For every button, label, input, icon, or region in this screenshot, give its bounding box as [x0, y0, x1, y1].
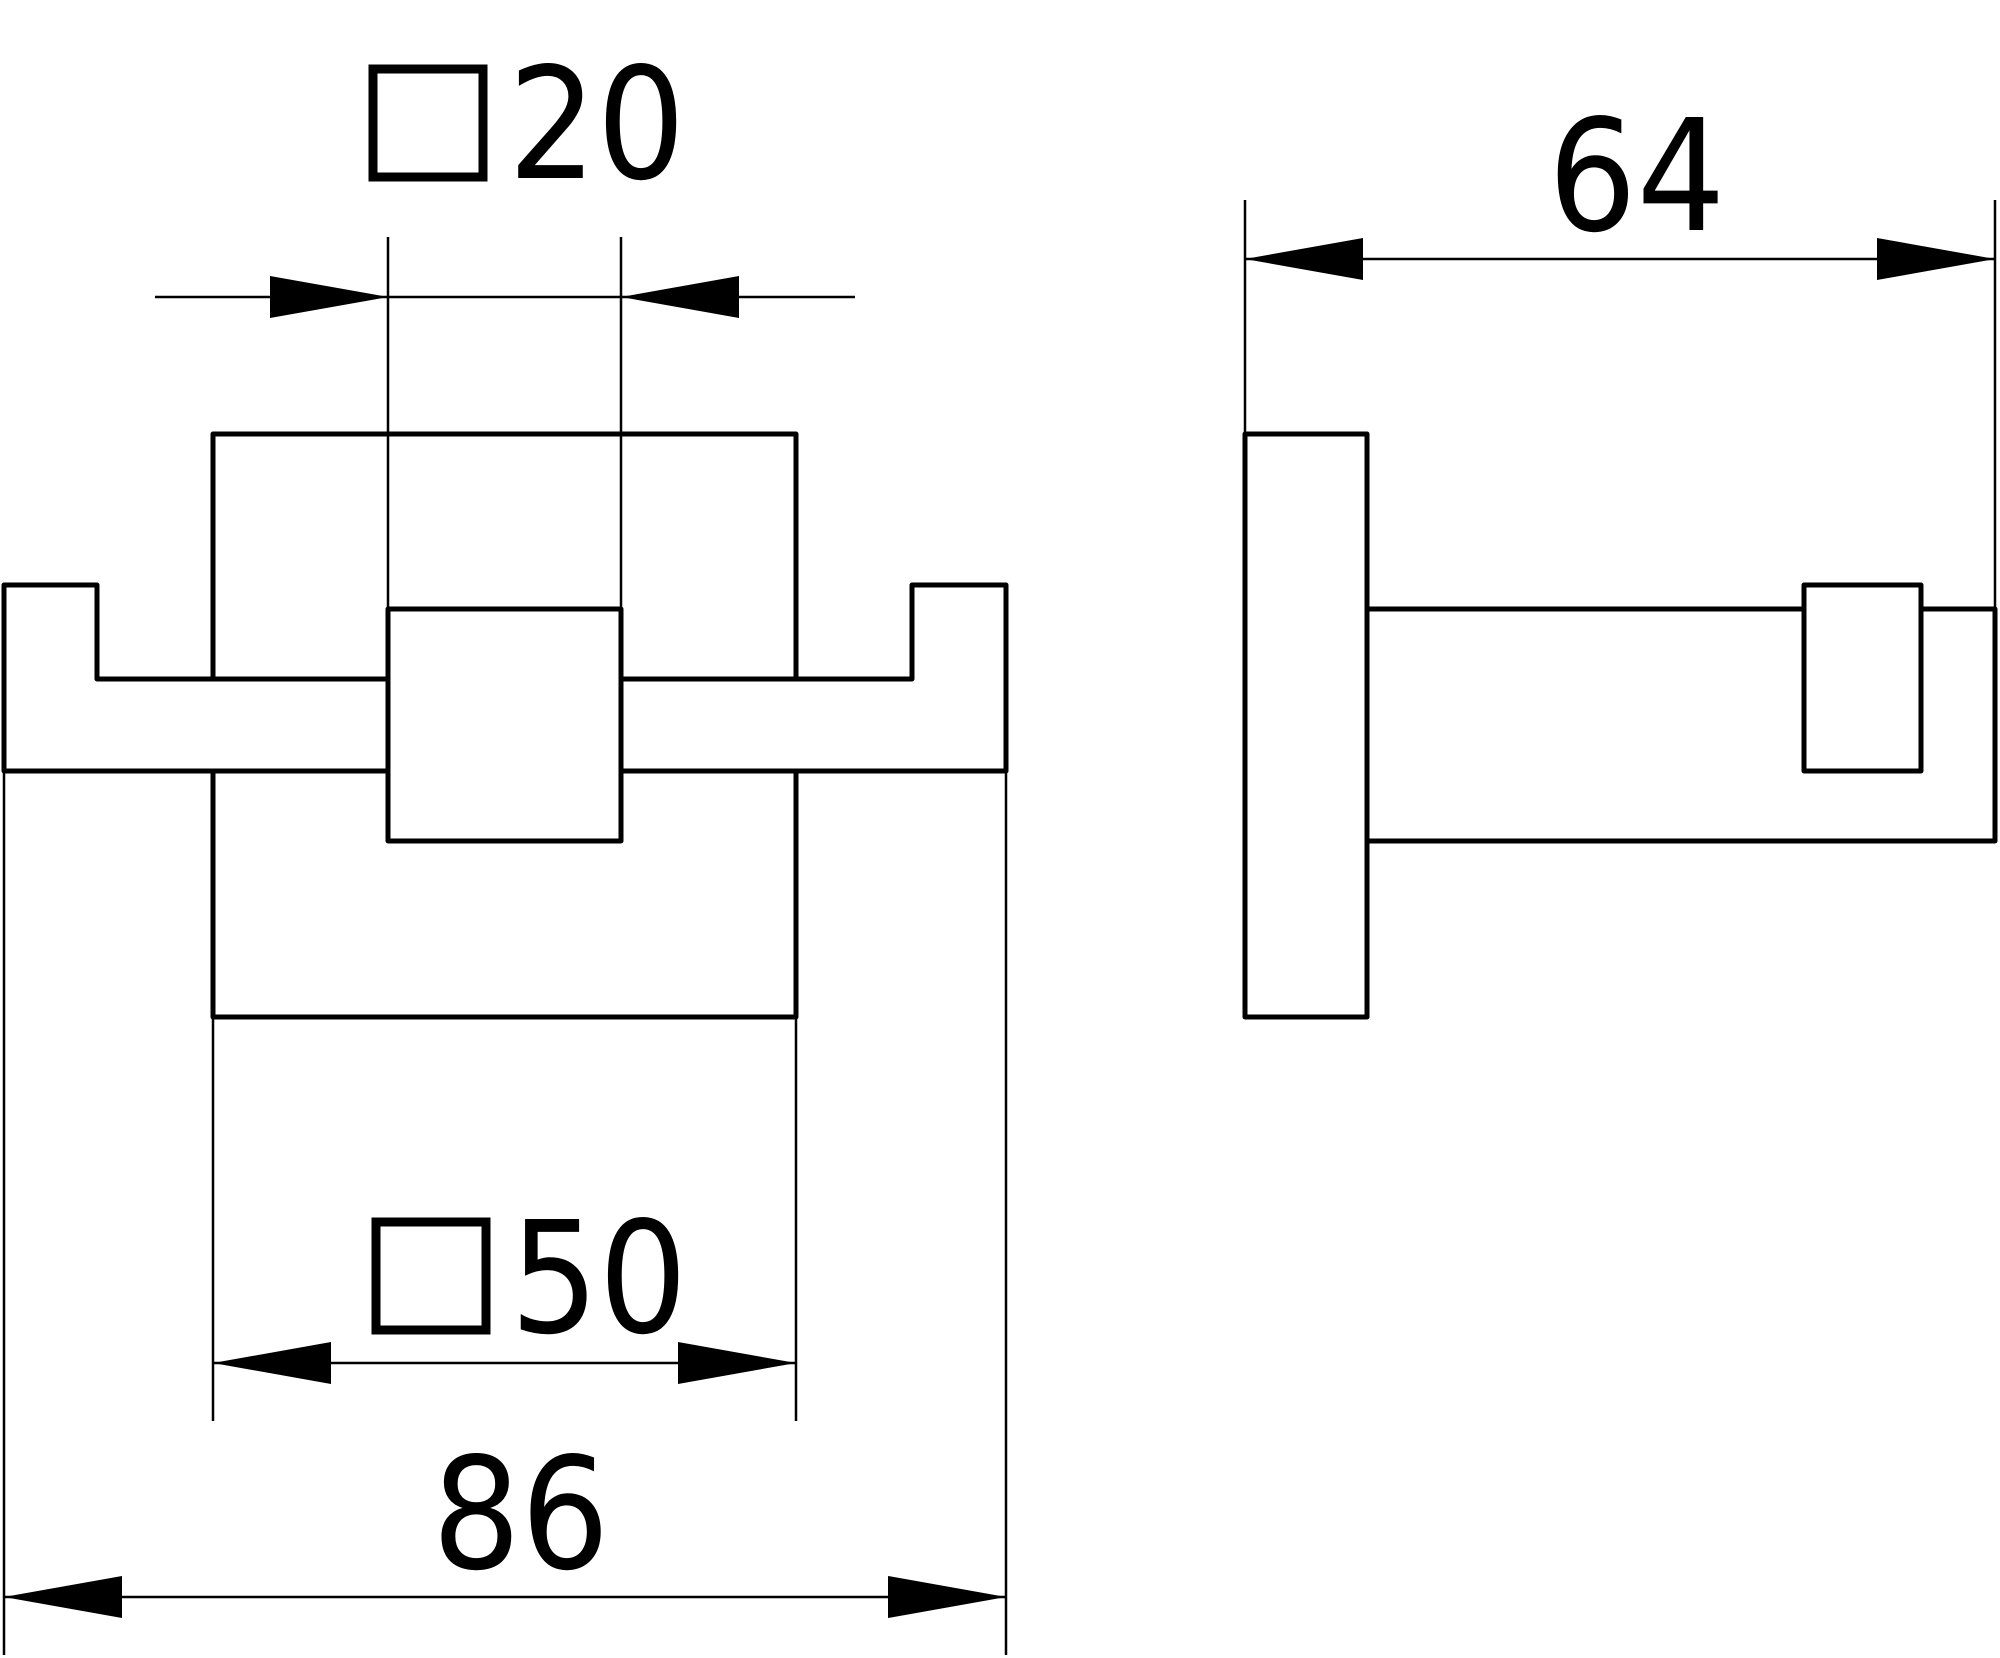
front-center-rod [385, 606, 624, 844]
dimension-overall-width: 86 [2, 771, 1008, 1655]
side-rod [1364, 606, 1998, 844]
arrow-right-icon [888, 1576, 1006, 1618]
side-view [1242, 431, 1998, 1020]
arrow-right-icon [270, 276, 388, 318]
arrow-left-icon [213, 1342, 331, 1384]
dimension-plate-square: 50 [211, 1017, 798, 1421]
square-symbol-icon [368, 64, 488, 182]
arrow-right-icon [1877, 238, 1995, 280]
dimension-rod-square: 20 [155, 34, 855, 609]
dimension-side-depth: 64 [1243, 86, 1997, 609]
arrow-left-icon [1245, 238, 1363, 280]
front-plate-top [210, 431, 799, 681]
front-view [1, 431, 1009, 1020]
side-hook-tip [1801, 582, 1924, 774]
side-depth-value: 64 [1548, 86, 1725, 267]
side-plate [1242, 431, 1370, 1020]
arrow-left-icon [4, 1576, 122, 1618]
arrow-left-icon [621, 276, 739, 318]
overall-width-value: 86 [432, 1424, 609, 1605]
plate-square-value: 50 [510, 1188, 687, 1369]
front-plate-bottom [210, 768, 799, 1020]
front-right-arm [618, 582, 1009, 774]
square-symbol-icon [371, 1217, 491, 1335]
arrow-right-icon [678, 1342, 796, 1384]
front-left-arm [1, 582, 391, 774]
rod-square-value: 20 [508, 34, 685, 215]
